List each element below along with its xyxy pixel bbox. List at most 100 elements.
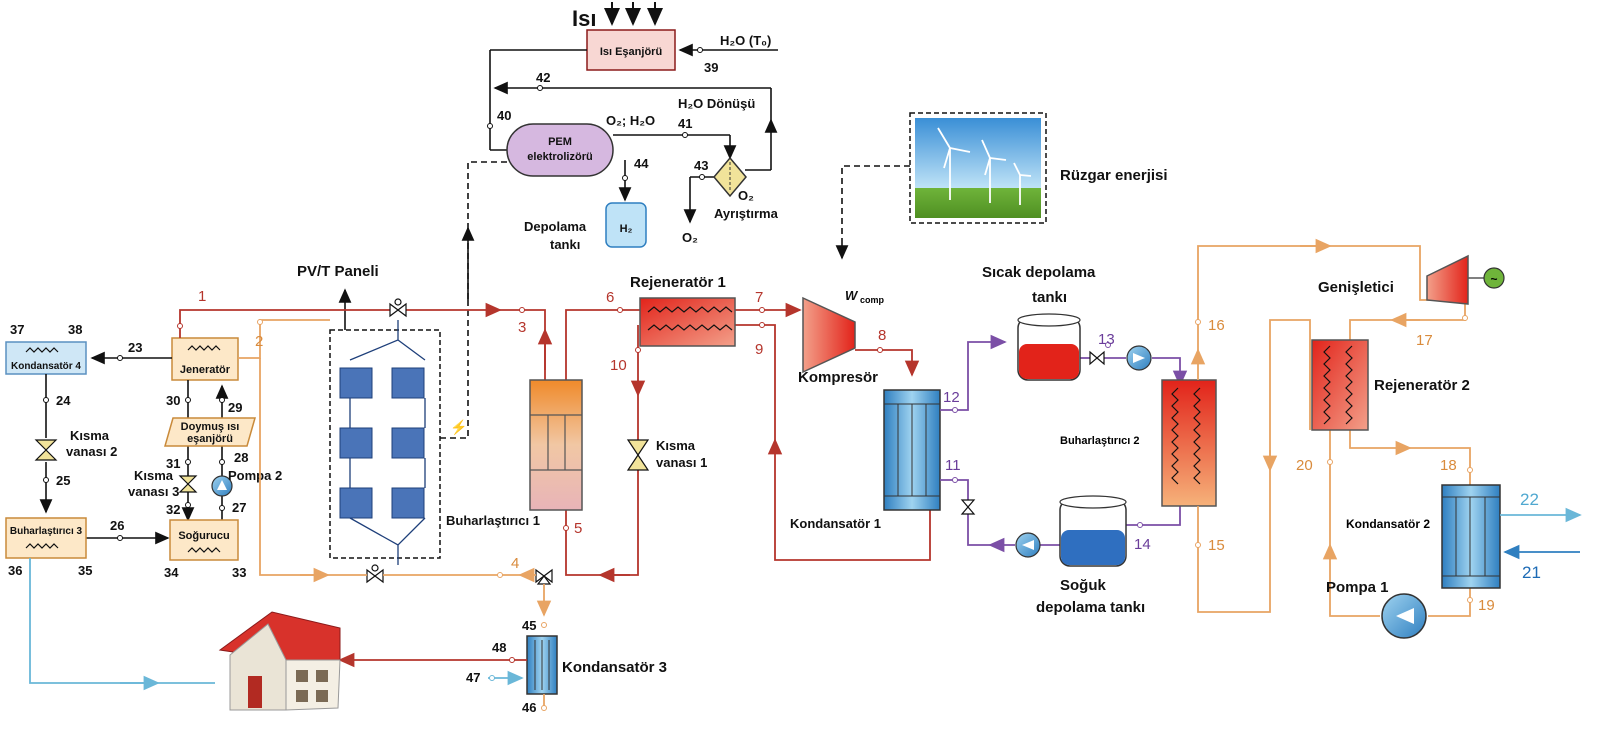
state-17: 17 <box>1416 332 1433 349</box>
state-9: 9 <box>755 341 763 358</box>
state-30: 30 <box>166 393 180 408</box>
pem-line2: elektrolizörü <box>527 151 592 163</box>
condenser3-label: Kondansatör 3 <box>562 659 667 676</box>
regenerator2-box <box>1311 339 1369 431</box>
evaporator1-label: Buharlaştırıcı 1 <box>446 513 540 528</box>
pvt-label: PV/T Paneli <box>297 263 379 280</box>
compressor-label: Kompresör <box>798 369 878 386</box>
state-40: 40 <box>497 108 511 123</box>
state-33: 33 <box>232 565 246 580</box>
o2-bottom-label: O₂ <box>682 230 698 245</box>
generator-icon <box>1483 267 1505 289</box>
o2-h2o-label: O₂; H₂O <box>606 113 655 128</box>
state-12: 12 <box>943 389 960 406</box>
state-1: 1 <box>198 288 206 305</box>
evaporator1-box <box>529 379 583 511</box>
hot-tank-valve <box>1089 350 1105 366</box>
throttle-valve-1 <box>626 439 650 471</box>
condenser2-label: Kondansatör 2 <box>1346 517 1430 531</box>
cold-tank-line2: depolama tankı <box>1036 599 1145 616</box>
cold-storage-tank <box>1059 495 1127 567</box>
state-48: 48 <box>492 640 506 655</box>
throttle2-line1: Kısma <box>70 428 110 443</box>
regenerator1-box <box>639 297 736 347</box>
h2-tank-line2: tankı <box>550 237 580 252</box>
shx-line1: Doymuş ısı <box>181 421 240 433</box>
throttle1-line1: Kısma <box>656 438 696 453</box>
state-10: 10 <box>610 357 627 374</box>
heat-title: Isı <box>572 6 596 31</box>
state-19: 19 <box>1478 597 1495 614</box>
generator-box <box>171 337 239 381</box>
expander-icon <box>1426 254 1469 305</box>
state-32: 32 <box>166 502 180 517</box>
pvt-top-valve <box>389 298 407 318</box>
state-26: 26 <box>110 518 124 533</box>
svg-text:~: ~ <box>1490 272 1497 286</box>
state-24: 24 <box>56 393 71 408</box>
absorber-label: Soğurucu <box>178 530 229 542</box>
state-31: 31 <box>166 456 180 471</box>
state-23: 23 <box>128 340 142 355</box>
state-22: 22 <box>1520 490 1539 509</box>
state-18: 18 <box>1440 457 1457 474</box>
state-42: 42 <box>536 70 550 85</box>
regen1-label: Rejeneratör 1 <box>630 274 726 291</box>
shx-line2: eşanjörü <box>187 433 233 445</box>
throttle-valve-3 <box>178 475 198 493</box>
state-41: 41 <box>678 116 692 131</box>
solution-hx-box <box>164 417 256 447</box>
evaporator2-box <box>1161 379 1217 507</box>
water-in-label: H₂O (T₀) <box>720 33 771 48</box>
state-13: 13 <box>1098 331 1115 348</box>
wcomp-sub: comp <box>860 295 885 305</box>
wcomp-w: W <box>845 288 859 303</box>
cold-tank-line1: Soğuk <box>1060 577 1106 594</box>
state-47: 47 <box>466 670 480 685</box>
evaporator3-box <box>5 517 87 559</box>
throttle-valve-2 <box>34 439 58 461</box>
evaporator2-label: Buharlaştırıcı 2 <box>1060 435 1139 447</box>
house-icon <box>218 611 341 711</box>
regen2-label: Rejeneratör 2 <box>1374 377 1470 394</box>
evaporator3-label: Buharlaştırıcı 3 <box>10 526 83 537</box>
h2-storage-tank <box>605 202 647 248</box>
generator-label: Jeneratör <box>180 364 231 376</box>
throttle3-line1: Kısma <box>134 468 174 483</box>
state-36: 36 <box>8 563 22 578</box>
state-7: 7 <box>755 289 763 306</box>
h2-label: H₂ <box>620 223 633 235</box>
heat-arrows <box>604 2 663 26</box>
condenser4-box <box>5 341 87 375</box>
throttle1-line2: vanası 1 <box>656 455 707 470</box>
pump2-label: Pompa 2 <box>228 468 282 483</box>
expander-label: Genişletici <box>1318 279 1394 296</box>
lightning-icon: ⚡ <box>450 419 467 436</box>
state-44: 44 <box>634 156 649 171</box>
state-11: 11 <box>945 457 961 474</box>
wind-image <box>915 118 1041 218</box>
hot-storage-tank <box>1017 313 1081 381</box>
pvt-panel-icon <box>339 367 425 519</box>
pvt-bottom-valve <box>366 564 384 584</box>
wind-frame <box>909 112 1047 224</box>
state-35: 35 <box>78 563 92 578</box>
compressor-icon <box>802 296 856 374</box>
state-28: 28 <box>234 450 248 465</box>
state-46: 46 <box>522 700 536 715</box>
heat-exchanger-box <box>586 29 676 71</box>
pem-line1: PEM <box>548 136 572 148</box>
state-8: 8 <box>878 327 886 344</box>
pump1-label: Pompa 1 <box>1326 579 1389 596</box>
h2o-return-label: H₂O Dönüşü <box>678 96 755 111</box>
condenser1-label: Kondansatör 1 <box>790 516 881 531</box>
state-45: 45 <box>522 618 536 633</box>
wind-label: Rüzgar enerjisi <box>1060 167 1168 184</box>
pvt-panel-frame <box>329 329 441 559</box>
state-25: 25 <box>56 473 70 488</box>
hot-tank-line1: Sıcak depolama <box>982 264 1096 281</box>
state-4: 4 <box>511 555 519 572</box>
throttle3-line2: vanası 3 <box>128 484 179 499</box>
state-20: 20 <box>1296 457 1313 474</box>
